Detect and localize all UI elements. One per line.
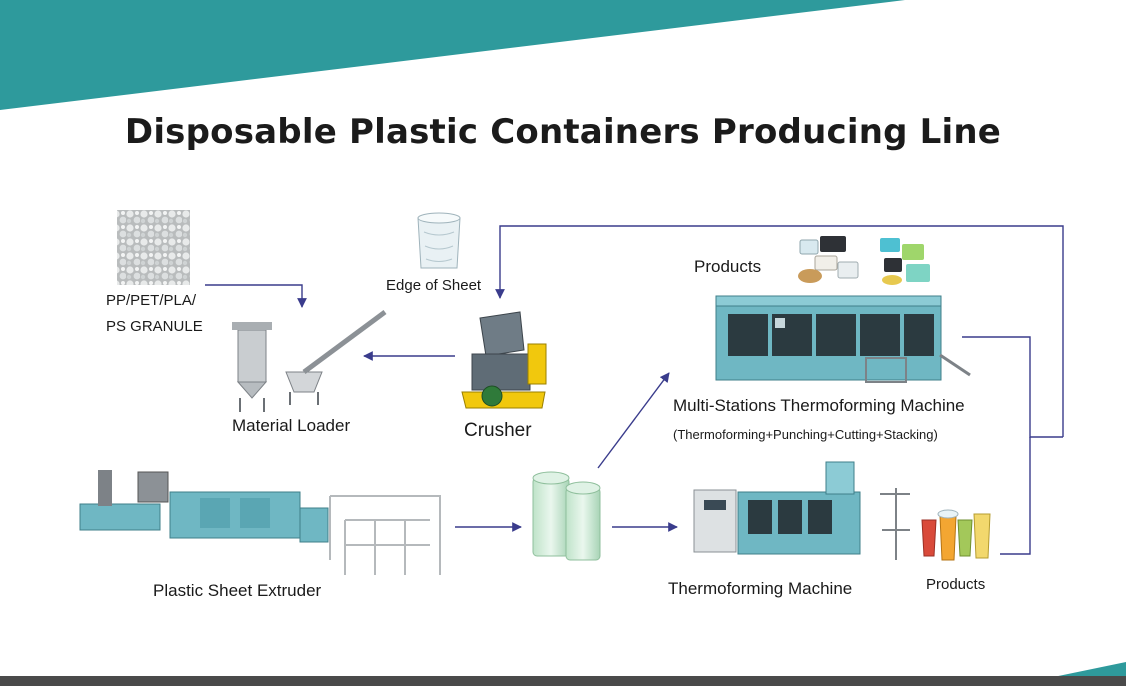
crusher-image [461,311,547,409]
products-top-label: Products [694,257,762,276]
granule-label-line1: PP/PET/PLA/ [106,292,197,309]
extruder-image [79,470,441,575]
thermoforming-label: Thermoforming Machine [668,579,853,598]
extruder-label: Plastic Sheet Extruder [153,581,322,600]
crusher-label: Crusher [464,420,532,441]
granule-image [117,210,190,285]
granule-label-line2: PS GRANULE [106,318,203,335]
arrow-multistation-out [962,336,1063,438]
arrow-recycle-to-crusher [495,225,1064,437]
multi-station-label: Multi-Stations Thermoforming Machine [673,396,965,415]
arrow-thermo-products-out [1000,437,1031,555]
bottom-gray-bar [0,676,1126,686]
products-bottom-images [921,509,991,561]
material-loader-image [232,309,387,412]
arrow-granule-to-loader [205,284,307,308]
page-title: Disposable Plastic Containers Producing … [124,112,1002,152]
multi-station-sub-label: (Thermoforming+Punching+Cutting+Stacking… [673,427,938,442]
flow-arrows [205,225,1064,555]
thermoforming-machine-image [693,461,910,560]
edge-of-sheet-image [417,212,461,269]
multi-station-machine-image [715,295,971,383]
arrow-rolls-to-multistation [597,372,670,469]
material-loader-label: Material Loader [232,416,351,435]
sheet-rolls-image [532,471,601,561]
products-bottom-label: Products [926,576,986,593]
top-teal-banner [0,0,905,110]
edge-of-sheet-label: Edge of Sheet [386,277,482,294]
products-top-images [798,236,930,285]
